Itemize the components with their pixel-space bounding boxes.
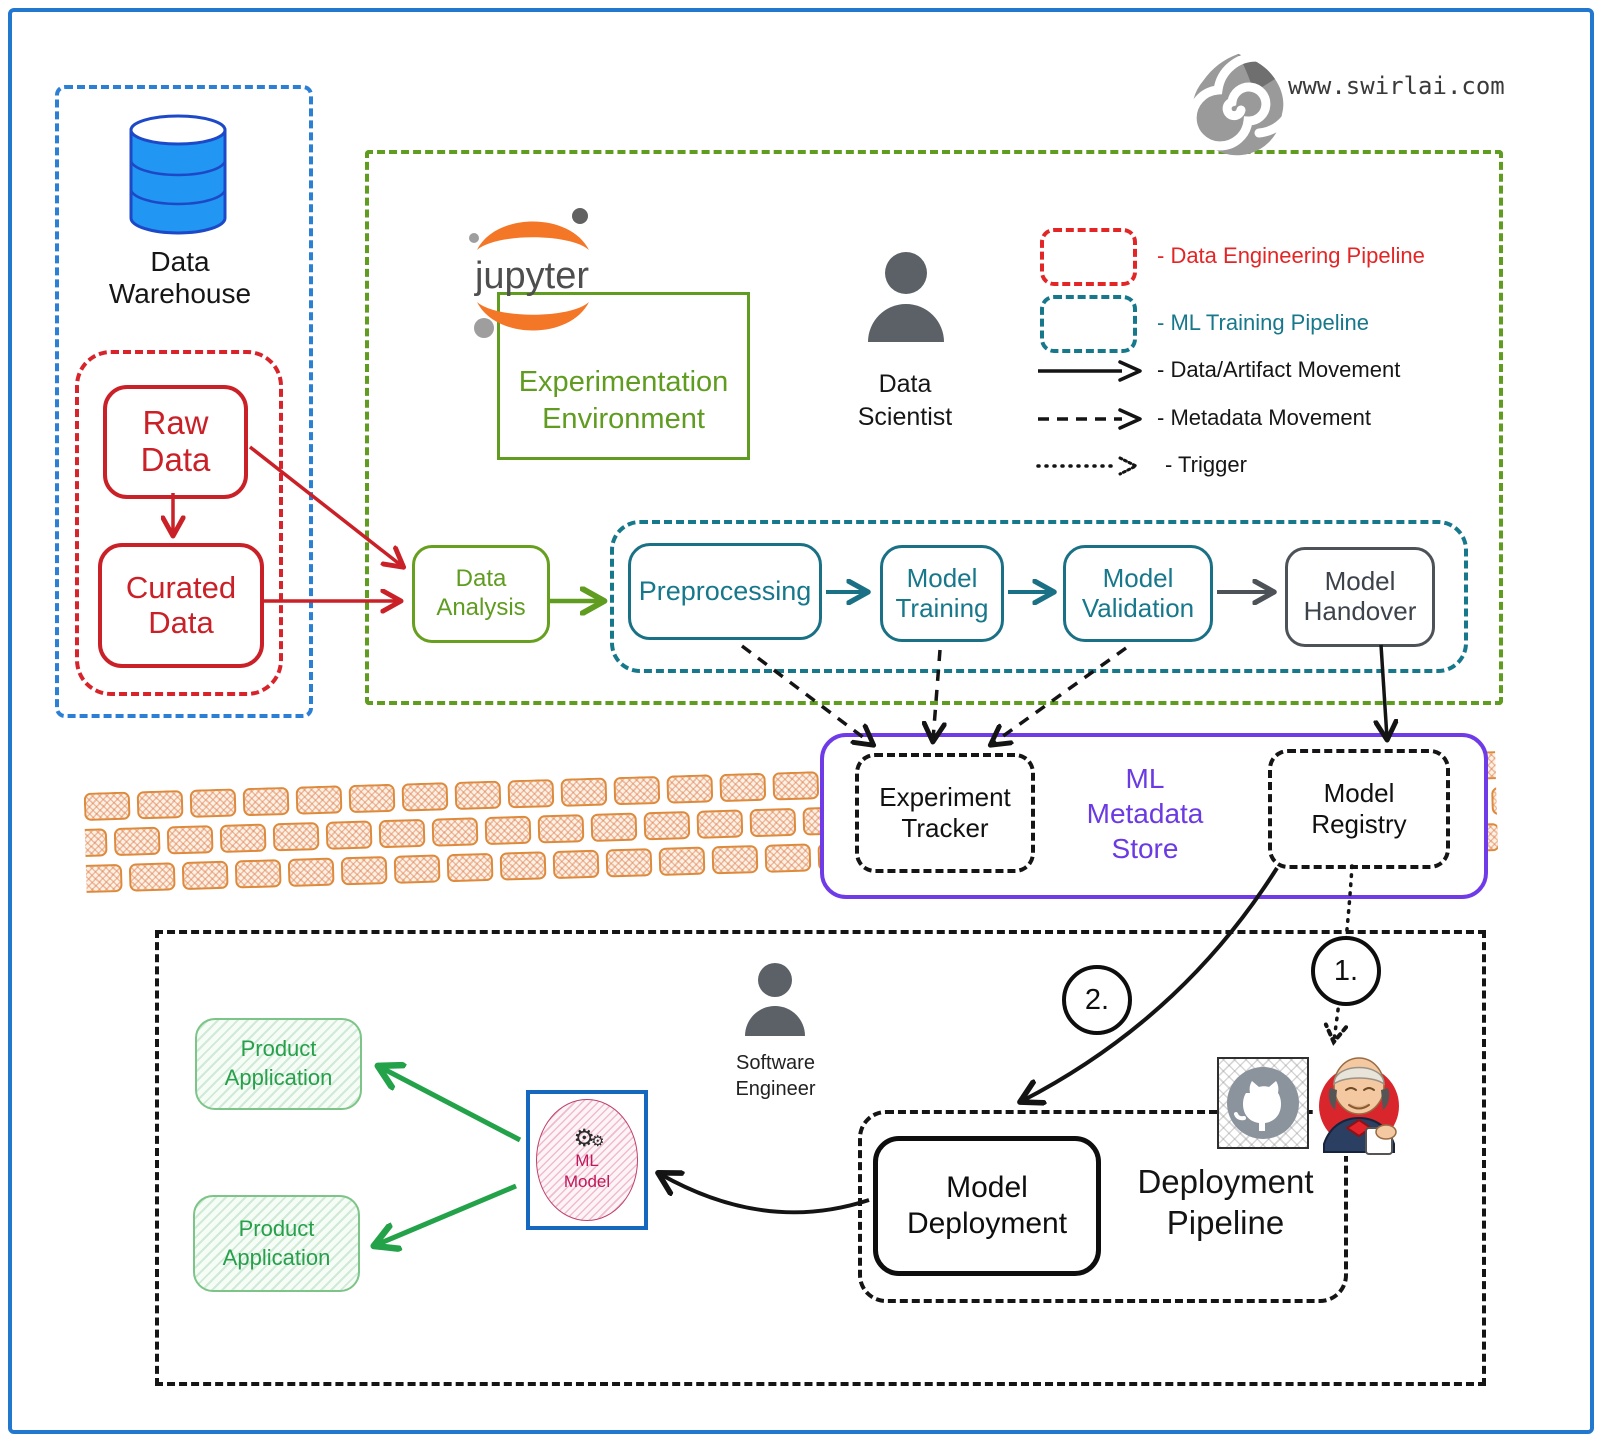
brick: [643, 811, 691, 841]
brick: [446, 852, 494, 883]
production-environment-container: [155, 930, 1486, 1386]
legend-data-engineering-label: - Data Engineering Pipeline: [1157, 243, 1425, 268]
site-url: www.swirlai.com: [1288, 72, 1505, 100]
outer-border: [8, 8, 1594, 1434]
data-scientist-icon: [864, 250, 948, 350]
brick: [83, 863, 123, 894]
step-2-badge: 2.: [1062, 965, 1132, 1035]
brick: [242, 786, 290, 817]
brick: [658, 846, 706, 876]
preprocessing-label: Preprocessing: [638, 575, 812, 606]
model-training-label: Model Training: [895, 562, 989, 623]
brick: [189, 788, 237, 818]
experiment-tracker-label: Experiment Tracker: [879, 781, 1011, 843]
brick: [348, 783, 396, 814]
brick: [499, 851, 547, 881]
brick: [393, 854, 441, 884]
brick: [83, 828, 108, 858]
data-analysis-label: Data Analysis: [436, 565, 526, 621]
model-validation-node: Model Validation: [1063, 545, 1213, 642]
brick: [181, 860, 229, 891]
jupyter-logo-icon: jupyter: [452, 196, 612, 356]
brick: [484, 815, 532, 846]
ml-metadata-store-title: ML Metadata Store: [1086, 762, 1204, 864]
brick: [560, 777, 608, 807]
ml-model-circle: ⚙⚙ ML Model: [536, 1099, 638, 1221]
brick: [166, 825, 214, 855]
brick: [613, 775, 661, 806]
brick: [295, 785, 343, 815]
legend-metadata-label: - Metadata Movement: [1157, 405, 1371, 430]
legend-red-dashed-box-swatch: [1040, 228, 1137, 286]
ml-model-label: ML Model: [563, 1151, 611, 1191]
brick: [272, 822, 320, 852]
ml-model-node: ⚙⚙ ML Model: [526, 1090, 648, 1230]
brick: [325, 820, 373, 850]
brick: [340, 856, 388, 886]
brick: [666, 774, 714, 804]
brick: [136, 790, 184, 820]
model-registry-node: Model Registry: [1268, 749, 1450, 869]
legend-dotted-arrow-icon: [1036, 455, 1146, 477]
github-icon: [1217, 1057, 1309, 1149]
brick: [234, 859, 282, 889]
brick: [454, 780, 502, 810]
product-application-node-2: Product Application: [193, 1195, 360, 1292]
jupyter-wordmark: jupyter: [474, 255, 589, 297]
experiment-tracker-node: Experiment Tracker: [855, 753, 1035, 873]
model-deployment-node: Model Deployment: [873, 1136, 1101, 1276]
legend-solid-arrow-icon: [1036, 360, 1146, 382]
brick: [401, 782, 449, 812]
model-handover-node: Model Handover: [1285, 547, 1435, 647]
product-application-node-1: Product Application: [195, 1018, 362, 1110]
brick: [83, 791, 131, 821]
brick: [605, 848, 653, 878]
software-engineer-icon: [742, 962, 808, 1042]
database-cylinder-icon: [125, 110, 231, 238]
brick: [507, 779, 555, 809]
brick: [749, 807, 797, 838]
step-1-badge: 1.: [1311, 936, 1381, 1006]
deployment-pipeline-title: Deployment Pipeline: [1137, 1162, 1314, 1241]
brick: [378, 818, 426, 849]
curated-data-node: Curated Data: [98, 543, 264, 668]
data-scientist-label: Data Scientist: [857, 370, 953, 431]
data-warehouse-container: [55, 85, 313, 718]
brick: [764, 843, 812, 873]
brick: [719, 772, 767, 803]
jenkins-icon: [1316, 1048, 1402, 1156]
preprocessing-node: Preprocessing: [628, 543, 822, 640]
gears-icon: ⚙⚙: [573, 1123, 605, 1152]
legend-data-artifact-label: - Data/Artifact Movement: [1157, 357, 1401, 382]
curated-data-label: Curated Data: [125, 569, 237, 640]
brick: [219, 823, 267, 853]
legend-trigger-label: - Trigger: [1165, 452, 1247, 477]
model-training-node: Model Training: [880, 545, 1004, 642]
brick: [128, 862, 176, 892]
software-engineer-label: Software Engineer: [735, 1052, 816, 1100]
legend-dashed-arrow-icon: [1036, 408, 1146, 430]
data-analysis-node: Data Analysis: [412, 545, 550, 643]
data-warehouse-label: Data Warehouse: [108, 246, 252, 310]
legend-teal-dashed-box-swatch: [1040, 295, 1137, 353]
brick: [772, 771, 820, 801]
raw-data-label: Raw Data: [140, 404, 211, 478]
brick: [113, 826, 161, 857]
model-registry-label: Model Registry: [1311, 777, 1407, 839]
raw-data-node: Raw Data: [103, 385, 248, 499]
brick: [431, 817, 479, 847]
brick: [696, 809, 744, 839]
brick: [537, 814, 585, 844]
legend-ml-training-label: - ML Training Pipeline: [1157, 310, 1369, 335]
model-validation-label: Model Validation: [1081, 562, 1195, 623]
brick: [590, 812, 638, 842]
brick: [287, 857, 335, 887]
brick: [552, 849, 600, 880]
swirlai-logo-icon: [1186, 50, 1290, 158]
brick: [711, 845, 759, 875]
model-handover-label: Model Handover: [1303, 566, 1417, 626]
experimentation-environment-node: Experimentation Environment: [497, 292, 750, 460]
experimentation-environment-label: Experimentation Environment: [518, 365, 729, 436]
